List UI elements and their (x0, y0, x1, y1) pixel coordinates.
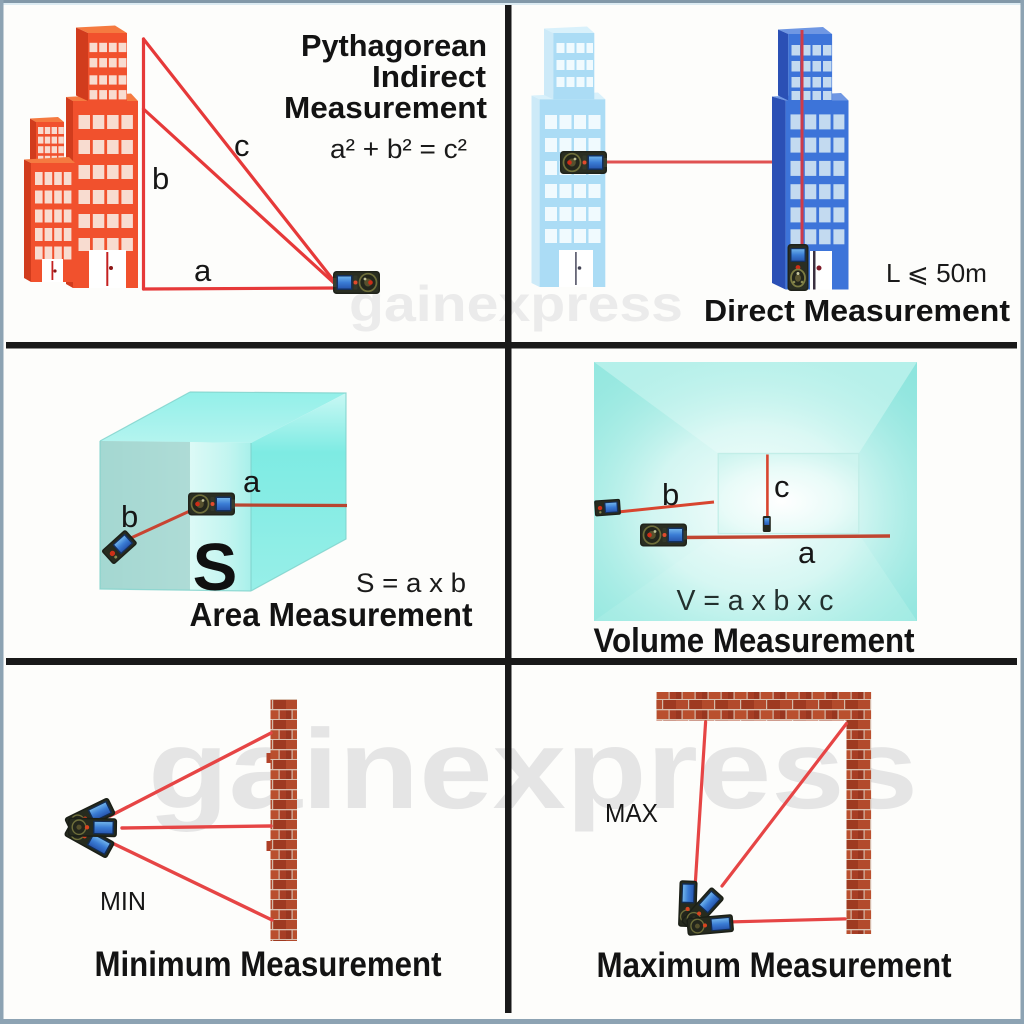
svg-text:Minimum Measurement: Minimum Measurement (95, 945, 442, 984)
svg-text:S = a x b: S = a x b (356, 568, 466, 598)
svg-text:c: c (234, 128, 250, 163)
svg-text:c: c (774, 469, 790, 504)
svg-text:Volume Measurement: Volume Measurement (594, 622, 915, 660)
svg-text:b: b (121, 499, 138, 534)
svg-text:a: a (798, 535, 816, 570)
svg-text:V = a x b x c: V = a x b x c (677, 585, 834, 617)
svg-text:gainexpress: gainexpress (349, 276, 683, 332)
svg-text:Maximum Measurement: Maximum Measurement (597, 946, 952, 985)
svg-text:L ⩽ 50m: L ⩽ 50m (886, 258, 987, 288)
svg-text:S: S (193, 530, 238, 605)
svg-text:gainexpress: gainexpress (148, 706, 918, 832)
svg-text:Direct Measurement: Direct Measurement (704, 293, 1010, 328)
svg-text:MAX: MAX (605, 798, 658, 828)
svg-text:Measurement: Measurement (284, 90, 487, 125)
svg-text:MIN: MIN (100, 886, 146, 916)
svg-text:a: a (194, 253, 212, 288)
svg-text:b: b (662, 477, 679, 512)
svg-text:a: a (243, 464, 261, 499)
svg-text:Area Measurement: Area Measurement (190, 596, 473, 633)
svg-text:Indirect: Indirect (372, 59, 486, 94)
svg-text:b: b (152, 161, 169, 196)
svg-text:Pythagorean: Pythagorean (301, 28, 487, 63)
svg-text:a² + b² = c²: a² + b² = c² (330, 134, 467, 164)
